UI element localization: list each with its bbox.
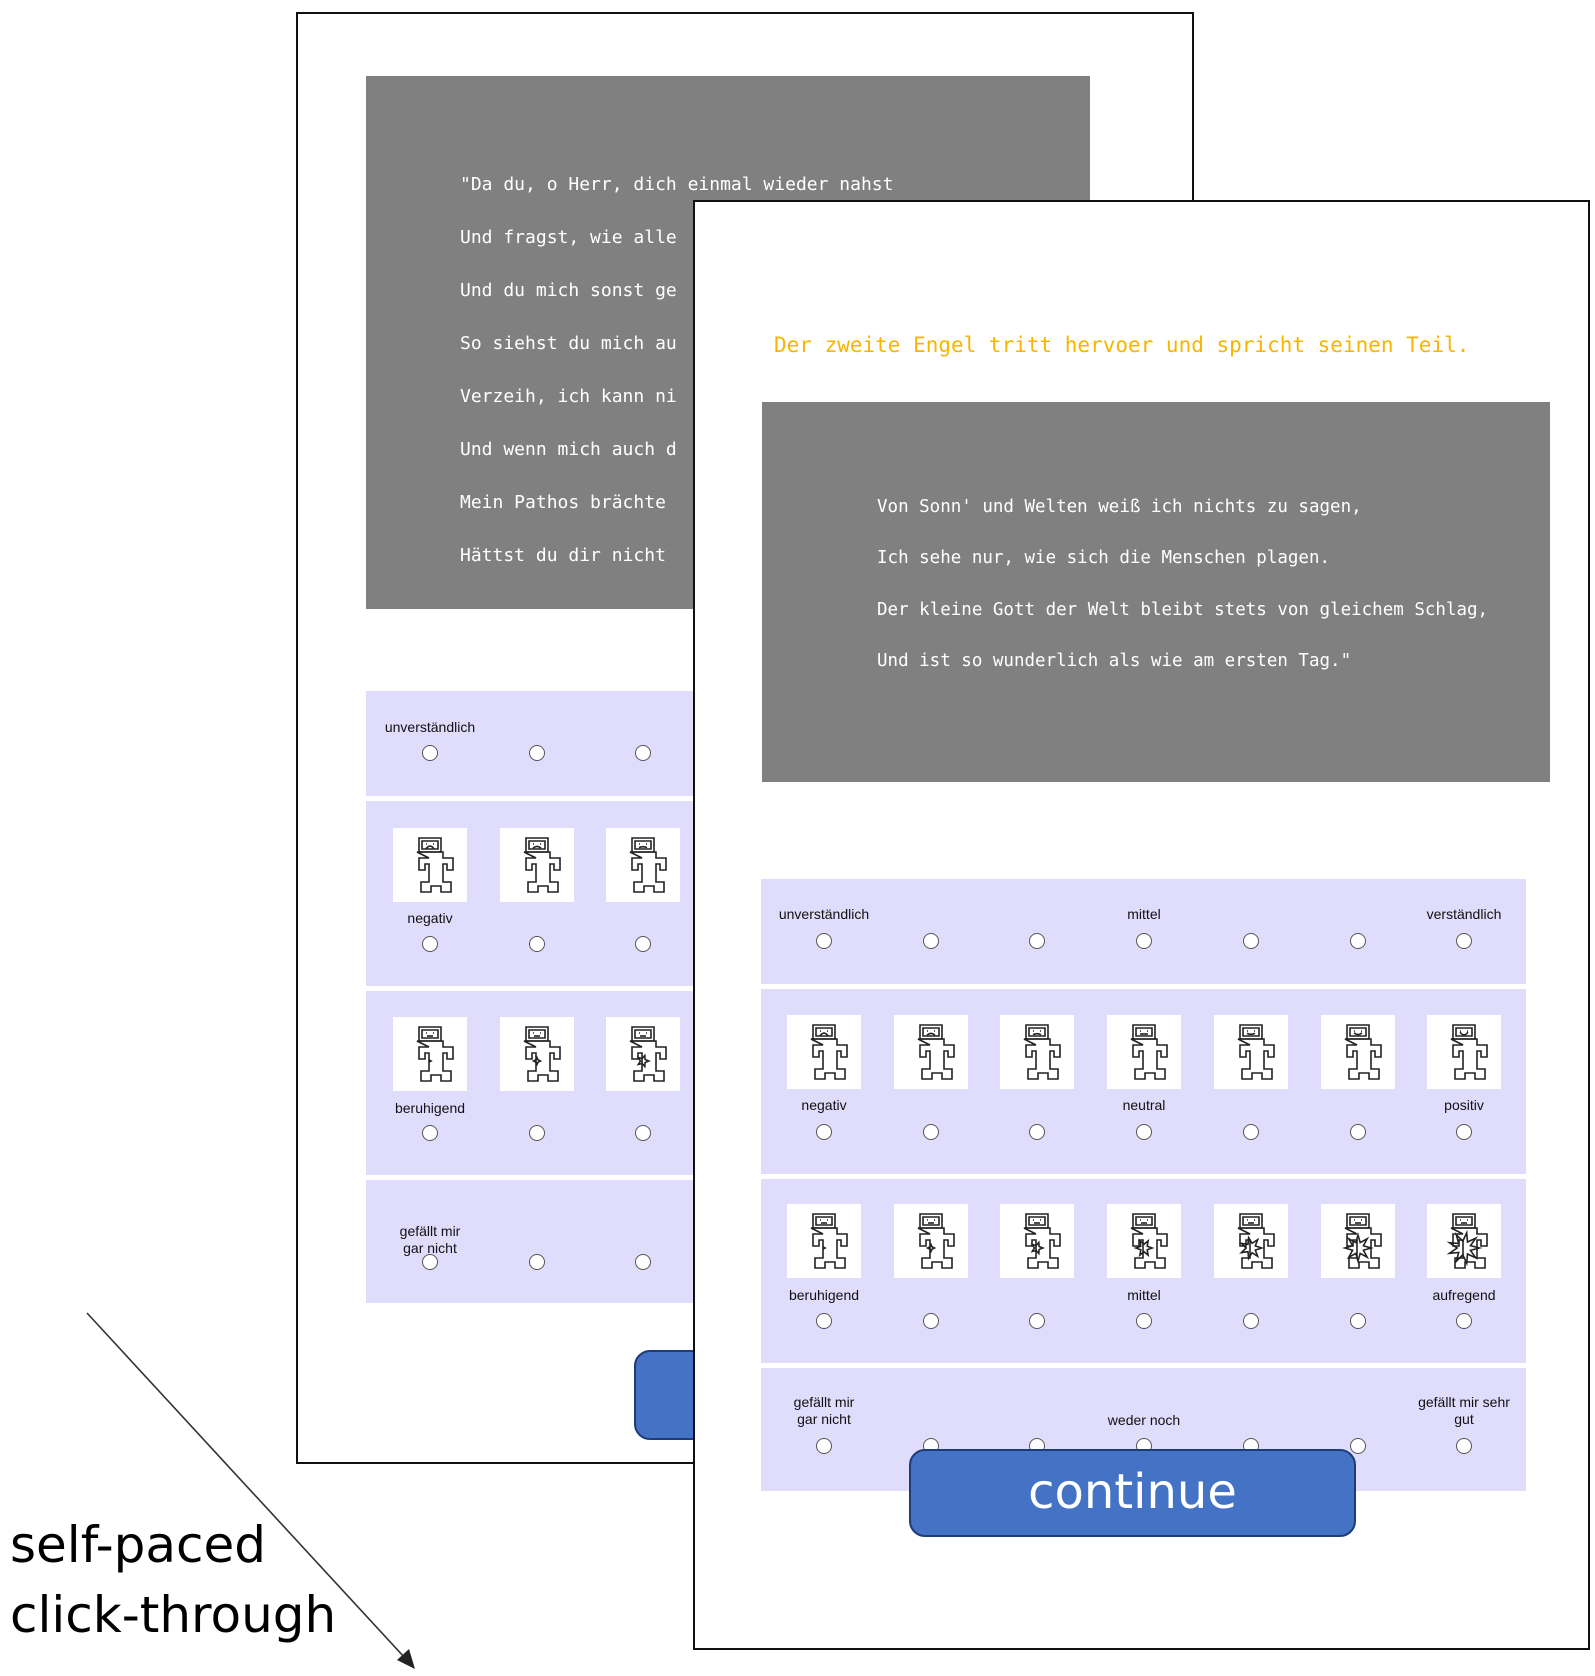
poem-line: Verzeih, ich kann ni [460, 386, 677, 407]
poem-line: Und ist so wunderlich als wie am ersten … [877, 651, 1352, 671]
scale-radio-7[interactable] [1456, 1313, 1473, 1329]
poem-line: Und wenn mich auch d [460, 439, 677, 460]
intro-text: Der zweite Engel tritt hervoer und spric… [774, 333, 1470, 357]
scale-radio-7[interactable] [1456, 1438, 1473, 1454]
scale-radio-5[interactable] [1242, 933, 1259, 949]
sam-valence-icon [499, 828, 574, 902]
scale-radio-1[interactable] [422, 1125, 438, 1141]
sam-valence-icon [1213, 1015, 1288, 1089]
sam-arousal-icon [1320, 1204, 1395, 1278]
poem-line: Und du mich sonst ge [460, 280, 677, 301]
poem-line: Und fragst, wie alle [460, 227, 677, 248]
poem-line: "Da du, o Herr, dich einmal wieder nahst [460, 174, 894, 195]
scale-radio-1[interactable] [816, 1124, 832, 1140]
scale-radio-4[interactable] [1136, 1313, 1153, 1329]
sam-arousal-icon [606, 1017, 681, 1091]
scale-radio-2[interactable] [922, 1124, 939, 1140]
poem-line: So siehst du mich au [460, 333, 677, 354]
poem-line: Ich sehe nur, wie sich die Menschen plag… [877, 548, 1331, 568]
scale-radio-3[interactable] [1029, 1124, 1046, 1140]
scale-radio-2[interactable] [528, 745, 545, 761]
scale-high-label: verständlich [1426, 906, 1502, 922]
scale-radio-1[interactable] [422, 1254, 438, 1270]
scale-low-label: beruhigend [394, 1100, 466, 1116]
scale-radio-3[interactable] [635, 1254, 652, 1270]
scale-radio-1[interactable] [816, 1438, 832, 1454]
scale-radio-4[interactable] [1136, 933, 1153, 949]
front-valence-scale: negativ neutral positiv [761, 989, 1526, 1174]
scale-radio-4[interactable] [1136, 1124, 1153, 1140]
sam-arousal-icon [1107, 1204, 1182, 1278]
scale-low-label: unverständlich [384, 719, 476, 735]
scale-high-label: positiv [1444, 1097, 1484, 1113]
scale-radio-2[interactable] [528, 1254, 545, 1270]
scale-radio-2[interactable] [922, 1313, 939, 1329]
scale-mid-label: mittel [1127, 906, 1161, 922]
continue-button[interactable]: continue [909, 1449, 1356, 1537]
scale-radio-6[interactable] [1349, 1438, 1366, 1454]
sam-valence-icon [787, 1015, 861, 1089]
sam-valence-icon [1000, 1015, 1075, 1089]
scale-radio-3[interactable] [1029, 933, 1046, 949]
scale-radio-2[interactable] [528, 936, 545, 952]
scale-mid-label: neutral [1122, 1097, 1166, 1113]
scale-radio-1[interactable] [816, 1313, 832, 1329]
scale-radio-6[interactable] [1349, 1124, 1366, 1140]
sam-arousal-icon [893, 1204, 968, 1278]
scale-low-label: unverständlich [778, 906, 870, 922]
poem-line: Hättst du dir nicht [460, 545, 666, 566]
poem-line: Von Sonn' und Welten weiß ich nichts zu … [877, 497, 1362, 517]
scale-radio-7[interactable] [1456, 1124, 1473, 1140]
scale-low-label: negativ [801, 1097, 847, 1113]
scale-radio-1[interactable] [422, 745, 438, 761]
scale-low-label: gefällt mir gar nicht [399, 1223, 461, 1256]
sam-arousal-icon [393, 1017, 467, 1091]
scale-radio-3[interactable] [635, 936, 652, 952]
scale-radio-7[interactable] [1456, 933, 1473, 949]
poem-line: Der kleine Gott der Welt bleibt stets vo… [877, 600, 1489, 620]
sam-valence-icon [1107, 1015, 1182, 1089]
scale-high-label: aufregend [1432, 1287, 1496, 1303]
scale-radio-3[interactable] [635, 745, 652, 761]
scale-low-label: negativ [407, 910, 453, 926]
scale-radio-6[interactable] [1349, 1313, 1366, 1329]
sam-arousal-icon [1213, 1204, 1288, 1278]
scale-radio-2[interactable] [922, 933, 939, 949]
scale-radio-5[interactable] [1242, 1124, 1259, 1140]
scale-high-label: gefällt mir sehr gut [1418, 1394, 1510, 1427]
front-poem-box: Von Sonn' und Welten weiß ich nichts zu … [762, 402, 1550, 782]
sam-arousal-icon [499, 1017, 574, 1091]
scale-low-label: beruhigend [788, 1287, 860, 1303]
sam-valence-icon [393, 828, 467, 902]
sam-valence-icon [1427, 1015, 1502, 1089]
sam-valence-icon [893, 1015, 968, 1089]
sam-valence-icon [606, 828, 681, 902]
sam-arousal-icon [1000, 1204, 1075, 1278]
scale-radio-2[interactable] [528, 1125, 545, 1141]
scale-radio-3[interactable] [635, 1125, 652, 1141]
front-survey-card: Der zweite Engel tritt hervoer und spric… [693, 200, 1590, 1650]
front-comprehension-scale: unverständlich mittel verständlich [761, 879, 1526, 984]
sam-arousal-icon [1427, 1204, 1502, 1278]
scale-mid-label: weder noch [1107, 1412, 1181, 1428]
scale-radio-1[interactable] [422, 936, 438, 952]
poem-line: Mein Pathos brächte [460, 492, 666, 513]
scale-low-label: gefällt mir gar nicht [793, 1394, 855, 1427]
sam-valence-icon [1320, 1015, 1395, 1089]
scale-radio-5[interactable] [1242, 1313, 1259, 1329]
scale-radio-1[interactable] [816, 933, 832, 949]
front-arousal-scale: beruhigend mittel aufregend [761, 1179, 1526, 1363]
scale-radio-3[interactable] [1029, 1313, 1046, 1329]
scale-mid-label: mittel [1127, 1287, 1161, 1303]
scale-radio-6[interactable] [1349, 933, 1366, 949]
self-paced-caption: self-paced click-through [10, 1516, 337, 1644]
sam-arousal-icon [787, 1204, 861, 1278]
